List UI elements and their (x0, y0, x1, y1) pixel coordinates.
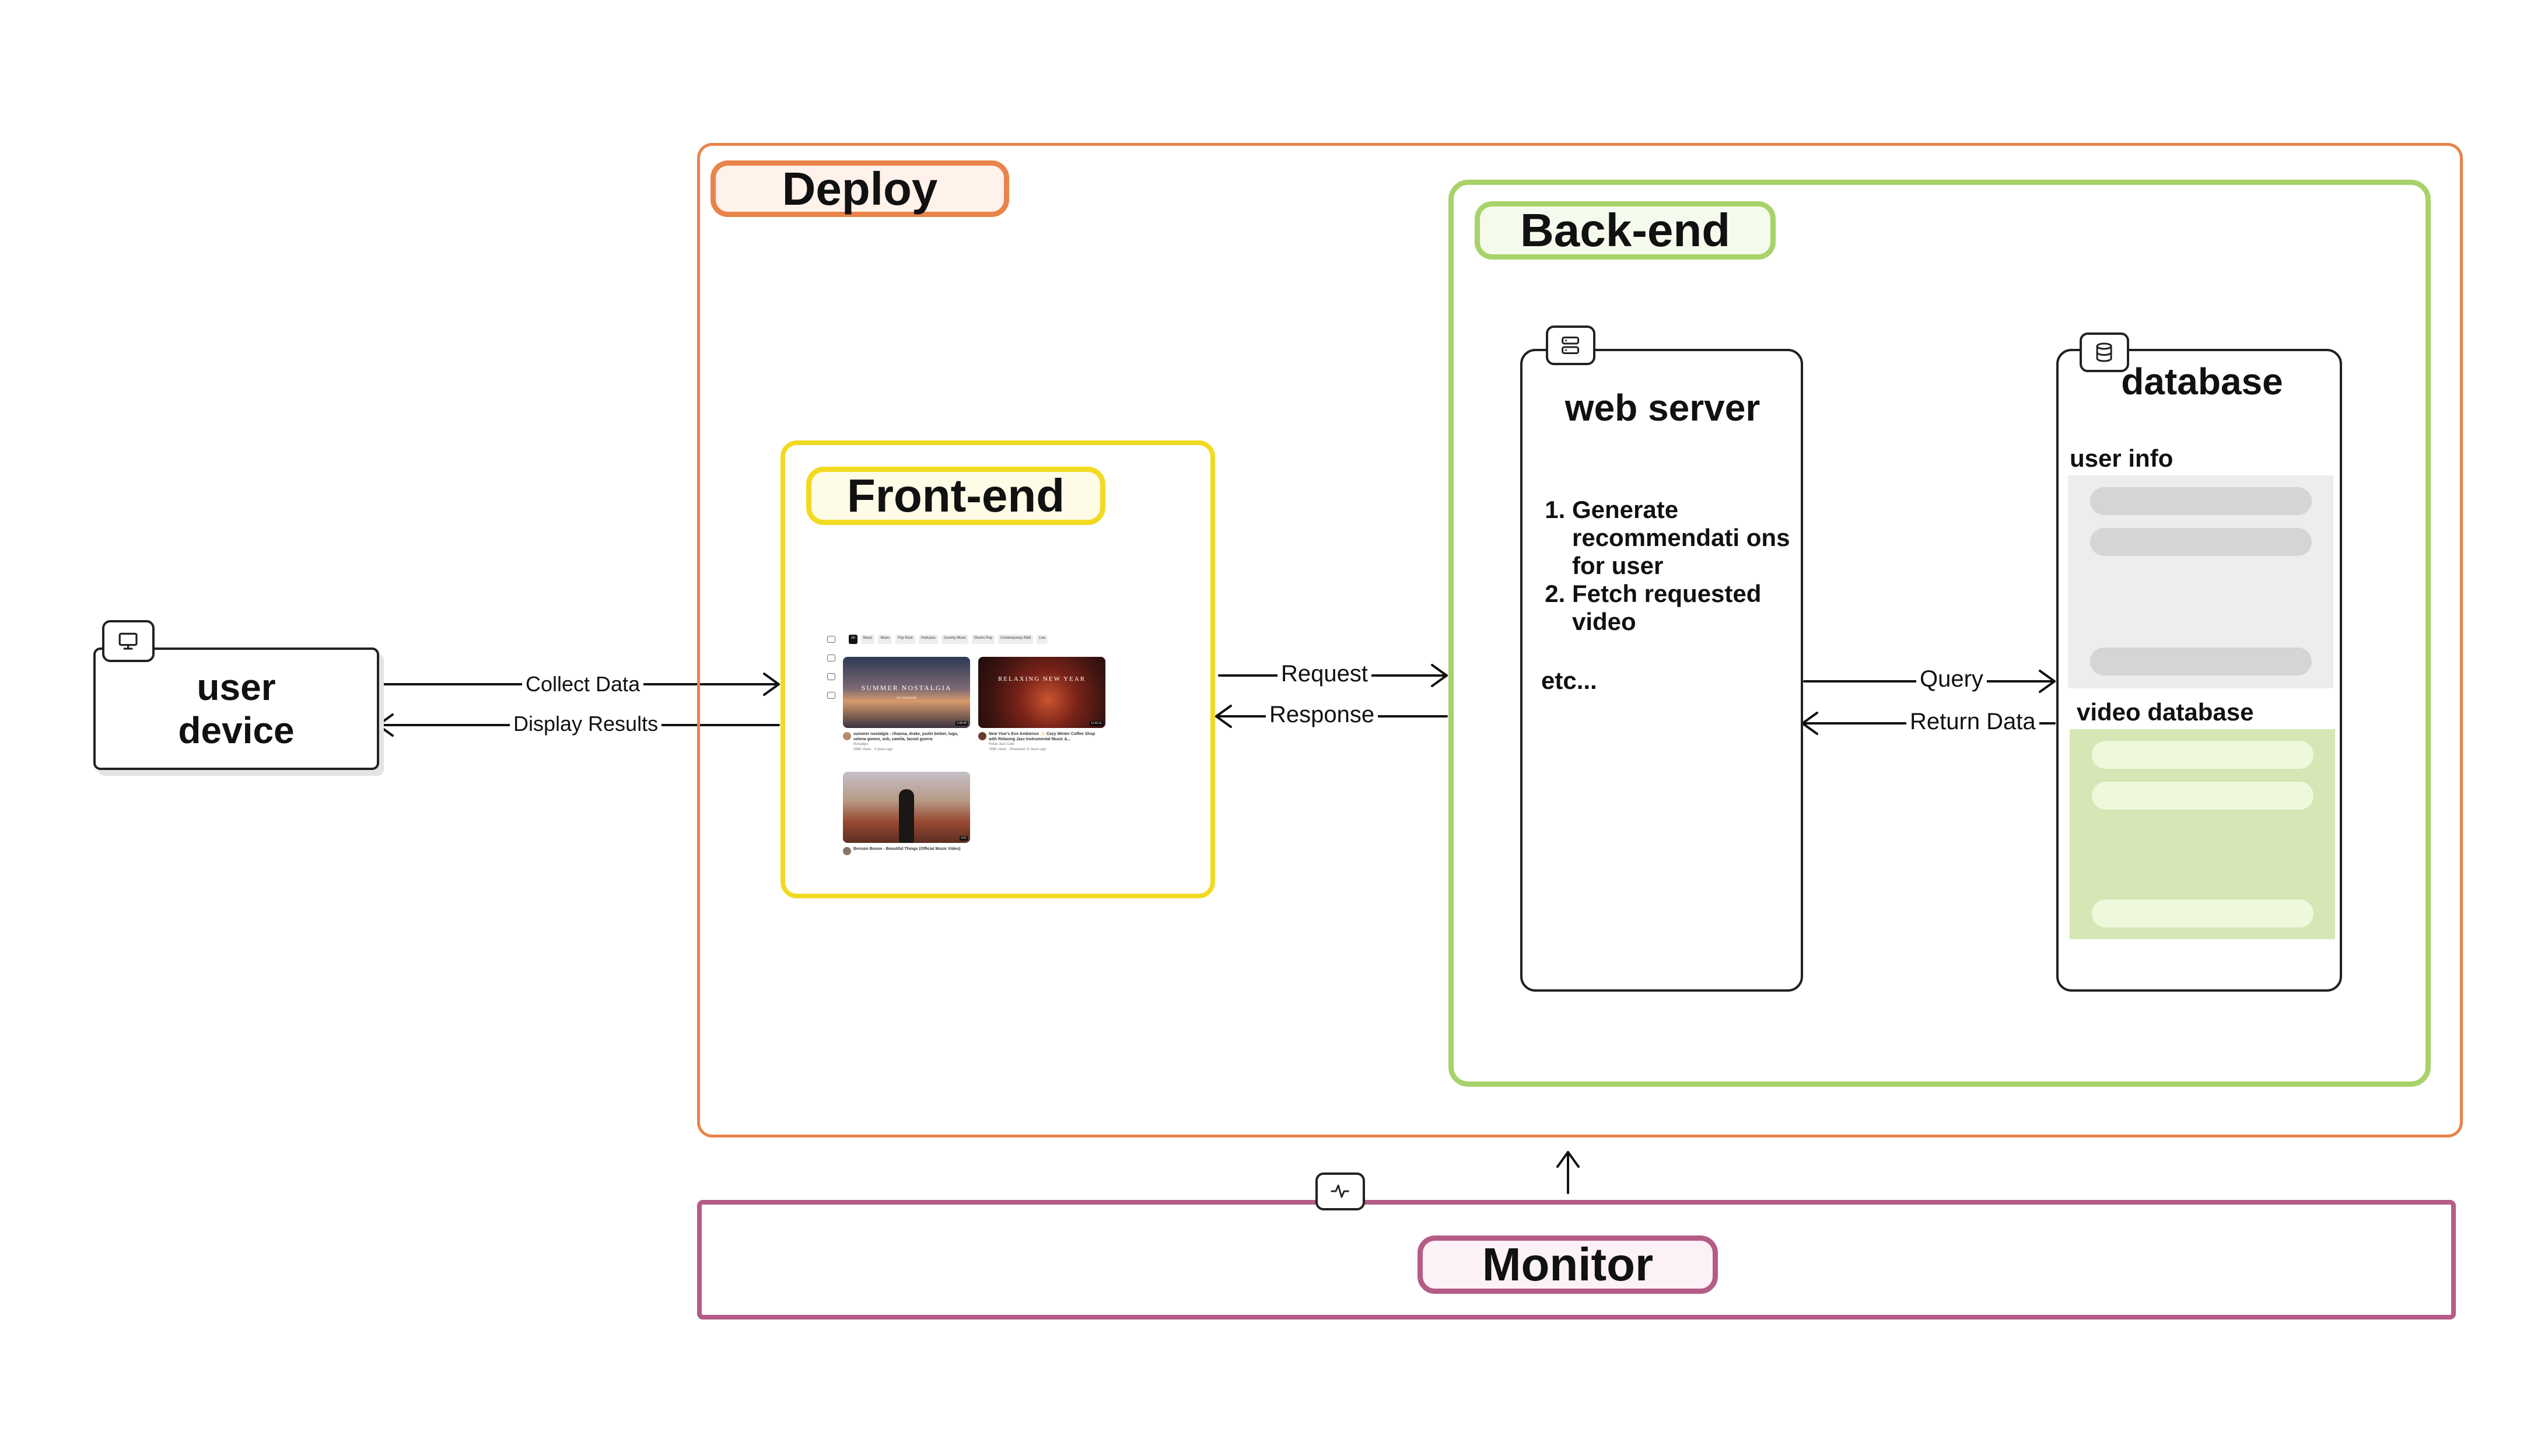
chip-pop-rock[interactable]: Pop Rock (895, 635, 916, 644)
chip-electro-pop[interactable]: Electro Pop (972, 635, 995, 644)
backend-container (1448, 180, 2431, 1087)
record-bar (2090, 487, 2312, 515)
record-bar (2092, 900, 2314, 928)
deploy-label: Deploy (710, 160, 1009, 217)
video-thumbnail[interactable]: 3:51 (843, 772, 970, 843)
frontend-label: Front-end (806, 467, 1105, 525)
chip-podcasts[interactable]: Podcasts (919, 635, 938, 644)
channel-avatar (978, 732, 986, 740)
home-icon (827, 636, 835, 643)
backend-label: Back-end (1475, 201, 1776, 260)
response-label: Response (1266, 702, 1378, 728)
monitor-label: Monitor (1418, 1236, 1718, 1294)
channel-avatar (843, 847, 851, 855)
chip-mixes[interactable]: Mixes (878, 635, 892, 644)
task-item: Generate recommendati ons for user (1572, 496, 1797, 580)
chip-live[interactable]: Live (1037, 635, 1048, 644)
database-title: database (2121, 360, 2283, 402)
thumbnail-title: RELAXING NEW YEAR (998, 675, 1086, 682)
user-info-panel (2068, 475, 2333, 688)
frontend-screenshot: All Music Mixes Pop Rock Podcasts Countr… (825, 635, 1105, 862)
video-duration: 3:51 (960, 836, 968, 841)
video-title[interactable]: Benson Boone - Beautiful Things (Officia… (853, 847, 961, 851)
monitor-icon (102, 620, 155, 662)
user-device-label-line1: user (197, 666, 276, 708)
video-meta: New Year's Eve Ambience ✨ Cozy Winter Co… (989, 732, 1102, 752)
chip-all[interactable]: All (849, 635, 858, 644)
activity-icon (1315, 1172, 1365, 1210)
channel-name[interactable]: Relax Jazz Cafe (989, 743, 1014, 746)
user-device-label-line2: device (178, 709, 295, 751)
video-duration: 1:09:45 (956, 721, 968, 726)
chip-contemporary-rnb[interactable]: Contemporary R&B (998, 635, 1034, 644)
monitor-container (697, 1200, 2456, 1320)
display-results-label: Display Results (510, 712, 662, 736)
subscriptions-icon (827, 673, 835, 680)
task-item: Fetch requested video (1572, 580, 1797, 636)
video-stats: 799K views · Streamed 11 hours ago (989, 748, 1046, 751)
record-bar (2090, 528, 2312, 556)
yt-chip-bar: All Music Mixes Pop Rock Podcasts Countr… (849, 635, 1048, 644)
database-icon (2080, 332, 2129, 372)
query-label: Query (1916, 666, 1987, 692)
video-title[interactable]: New Year's Eve Ambience ✨ Cozy Winter Co… (989, 732, 1096, 741)
video-database-label: video database (2077, 698, 2254, 726)
chip-country-music[interactable]: Country Music (941, 635, 969, 644)
video-thumbnail[interactable]: RELAXING NEW YEAR 11:52:11 (978, 657, 1105, 728)
channel-avatar (843, 732, 851, 740)
record-bar (2092, 741, 2314, 769)
collect-data-label: Collect Data (522, 672, 644, 696)
web-server-box (1520, 349, 1803, 992)
video-title[interactable]: summer nostalgia - rihanna, drake, justi… (853, 732, 958, 741)
chip-music[interactable]: Music (860, 635, 875, 644)
web-server-title: web server (1564, 387, 1760, 429)
person-figure (899, 789, 914, 843)
request-label: Request (1278, 661, 1371, 687)
web-server-task-list: Generate recommendati ons for user Fetch… (1540, 496, 1797, 636)
thumbnail-title: SUMMER NOSTALGIA (861, 684, 952, 692)
video-meta: summer nostalgia - rihanna, drake, justi… (853, 732, 967, 752)
web-server-etc: etc... (1541, 667, 1597, 694)
deploy-container (697, 143, 2463, 1138)
user-info-label: user info (2070, 444, 2174, 472)
channel-name[interactable]: Nostalgia (853, 743, 869, 746)
record-bar (2090, 648, 2312, 676)
thumbnail-subtitle: by mastered (897, 696, 916, 701)
record-bar (2092, 782, 2314, 810)
return-data-label: Return Data (1906, 709, 2039, 735)
you-icon (827, 692, 835, 699)
video-thumbnail[interactable]: SUMMER NOSTALGIA by mastered 1:09:45 (843, 657, 970, 728)
server-icon (1546, 326, 1595, 365)
video-meta: Benson Boone - Beautiful Things (Officia… (853, 846, 967, 852)
video-duration: 11:52:11 (1090, 721, 1103, 726)
user-device-box: user device (93, 648, 379, 770)
video-database-panel (2070, 729, 2335, 939)
video-stats: 286K views · 3 years ago (853, 748, 893, 751)
yt-sidebar (825, 636, 837, 710)
shorts-icon (827, 654, 835, 662)
